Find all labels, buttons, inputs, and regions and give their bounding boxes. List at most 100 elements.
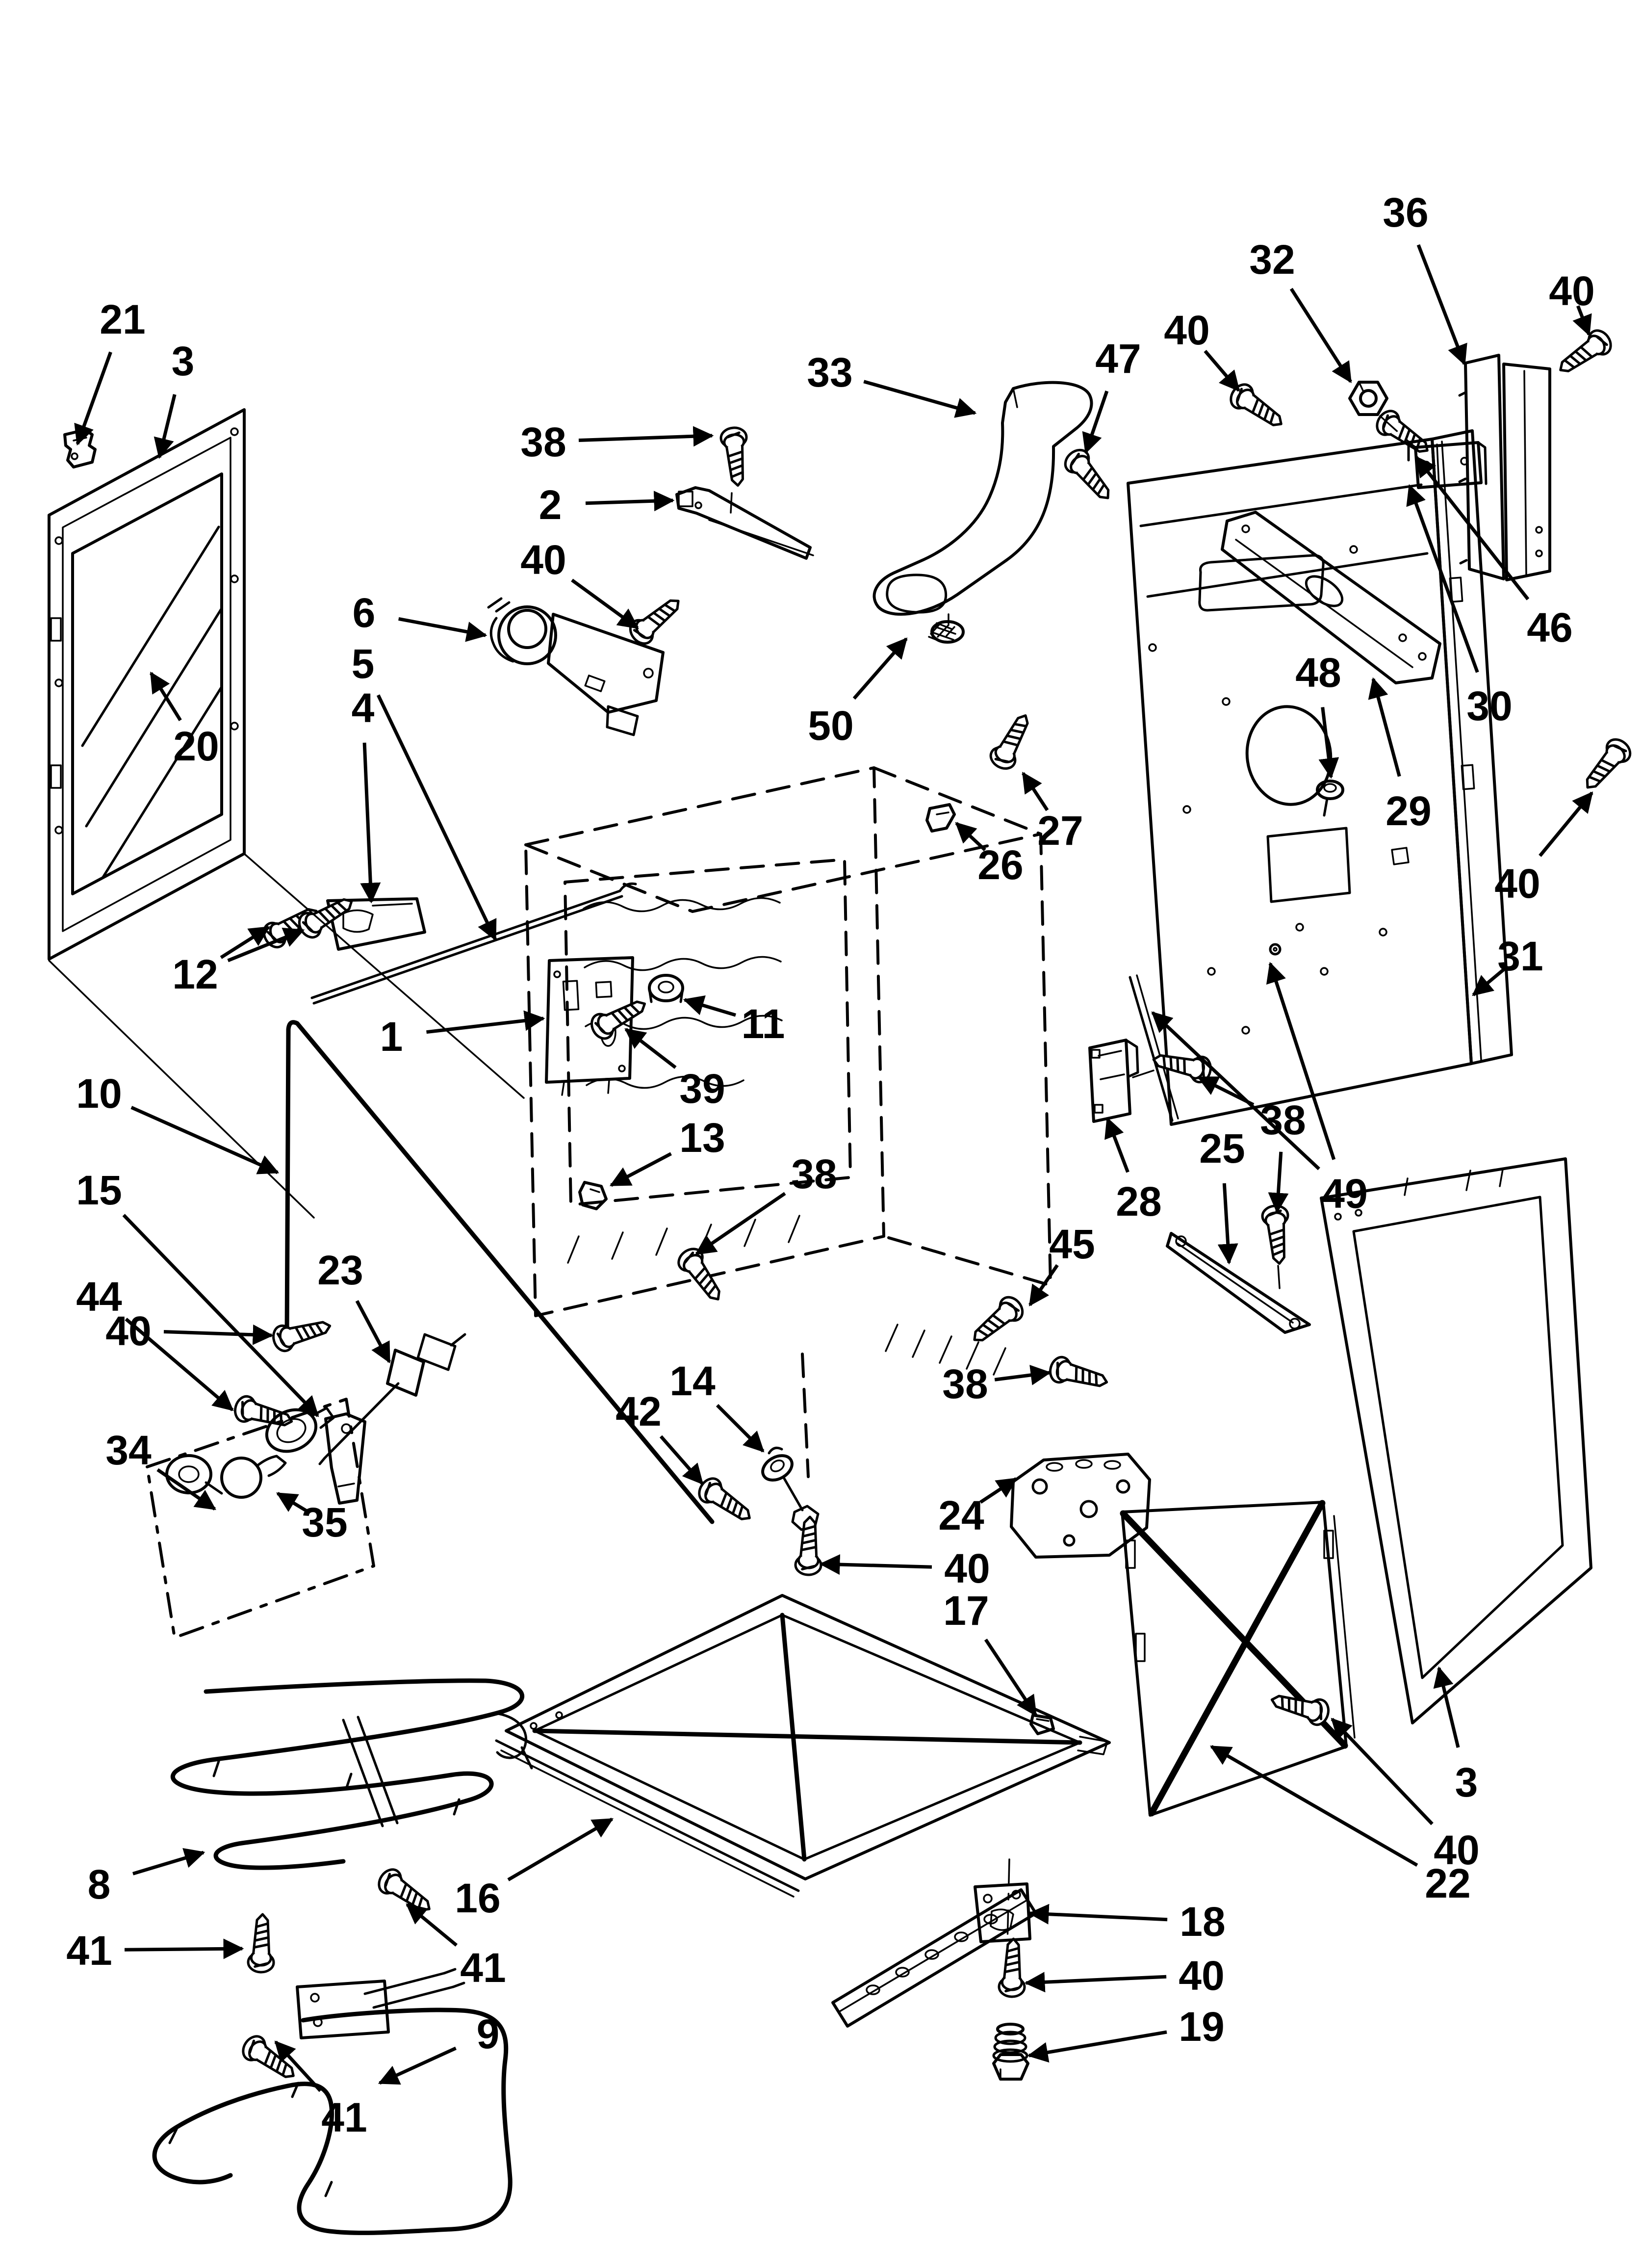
callout-label-40: 40 [944,1545,990,1591]
callout-label-38: 38 [942,1361,988,1407]
callout-label-35: 35 [302,1499,347,1545]
callout-label-40: 40 [1164,307,1209,353]
callout-label-42: 42 [616,1388,661,1434]
leader-arrow [156,1468,216,1511]
insulation-retainer-bracket [1221,511,1441,684]
leader-arrow [130,1106,280,1174]
callout-label-4: 4 [352,685,375,731]
leader-arrow [1082,391,1109,454]
callout-label-31: 31 [1497,933,1543,979]
callout-label-33: 33 [807,349,852,395]
spacer-nut [1348,381,1388,416]
rear-clip-bracket [1088,1039,1139,1123]
leader-arrow [984,1639,1037,1717]
leader-arrow [819,1554,932,1575]
callout-label-14: 14 [669,1358,716,1404]
leader-arrow [1472,968,1505,996]
light-wire [284,1020,715,1524]
leader-arrow [1368,677,1401,777]
callout-label-40: 40 [1549,268,1594,314]
callout-label-34: 34 [105,1427,152,1473]
callout-label-41: 41 [66,1928,112,1974]
assembly-line [1379,415,1410,443]
callout-label-11: 11 [742,1001,785,1047]
leader-arrow [683,995,737,1017]
leader-arrow [124,1938,244,1959]
callout-label-40: 40 [1434,1827,1479,1873]
callout-label-50: 50 [808,703,853,749]
leader-arrow [1027,2030,1167,2063]
leader-arrow [1433,1666,1460,1748]
oven-sensor [318,1333,466,1465]
callout-label-40: 40 [105,1308,151,1354]
leader-arrow [624,1028,677,1069]
callout-label-26: 26 [977,842,1023,888]
oven-door-glass [81,525,223,879]
callout-label-10: 10 [76,1070,122,1117]
leader-arrow [1197,1075,1255,1107]
callout-label-9: 9 [477,2011,500,2057]
callout-label-29: 29 [1385,788,1431,834]
leader-arrow [1268,1151,1289,1214]
rear-panel [1127,429,1513,1126]
callout-label-39: 39 [679,1066,725,1112]
oven-door-panel [48,408,246,961]
cavity-clip [578,1181,608,1210]
callout-label-22: 22 [1425,1860,1470,1906]
callout-label-8: 8 [88,1861,111,1907]
callout-label-32: 32 [1249,236,1295,283]
leader-arrow [1028,1903,1168,1925]
leader-arrow [1572,305,1592,337]
callout-label-15: 15 [76,1167,122,1213]
oven-cavity [524,766,1052,1478]
ground-clip [925,803,956,833]
projection-line [48,960,315,1219]
base-pan [495,1594,1111,1898]
leader-arrow [122,1214,319,1417]
leveling-foot [992,2023,1029,2081]
leader-arrow [1266,962,1336,1160]
callout-label-2: 2 [539,482,562,528]
leader-arrow [1151,1011,1320,1171]
callout-label-38: 38 [791,1151,837,1197]
callout-label-16: 16 [455,1875,500,1921]
spacer [648,974,684,1003]
callout-label-27: 27 [1037,808,1083,854]
leader-arrow [74,351,112,446]
leader-arrow [163,1324,274,1345]
callout-label-49: 49 [1322,1171,1367,1217]
leader-arrow [1217,1183,1238,1265]
callout-label-18: 18 [1180,1899,1225,1945]
callout-label-3: 3 [1455,1759,1478,1805]
callout-label-3: 3 [172,338,195,384]
callout-label-13: 13 [679,1115,725,1161]
leader-arrow [276,1492,309,1513]
broil-element [170,1678,533,1870]
broiler-mounting-plate [1010,1453,1151,1559]
leader-arrow [378,2046,457,2085]
callout-label-44: 44 [76,1274,122,1320]
door-key [324,1412,366,1505]
drawer-glide-rail [831,1858,1037,2028]
leader-arrow [1539,791,1593,857]
leader-arrow [1024,1972,1167,1993]
leader-arrow [863,380,977,418]
latch-bracket [675,486,814,560]
leader-arrow [154,394,177,459]
callout-label-24: 24 [938,1492,984,1538]
leader-arrow [994,1365,1052,1385]
grommet [1316,780,1344,817]
rear-filler-panel [1458,354,1551,581]
leader-arrow [1289,287,1352,383]
callout-label-38: 38 [1260,1097,1306,1143]
leader-arrow [1406,484,1479,673]
callout-label-6: 6 [353,590,376,636]
projection-line [244,854,525,1099]
leader-arrow [695,1192,786,1255]
callout-label-40: 40 [520,537,566,583]
callout-label-41: 41 [321,2094,367,2140]
bake-element [152,1968,513,2235]
callout-label-36: 36 [1383,189,1428,235]
leader-arrow [716,1404,765,1453]
